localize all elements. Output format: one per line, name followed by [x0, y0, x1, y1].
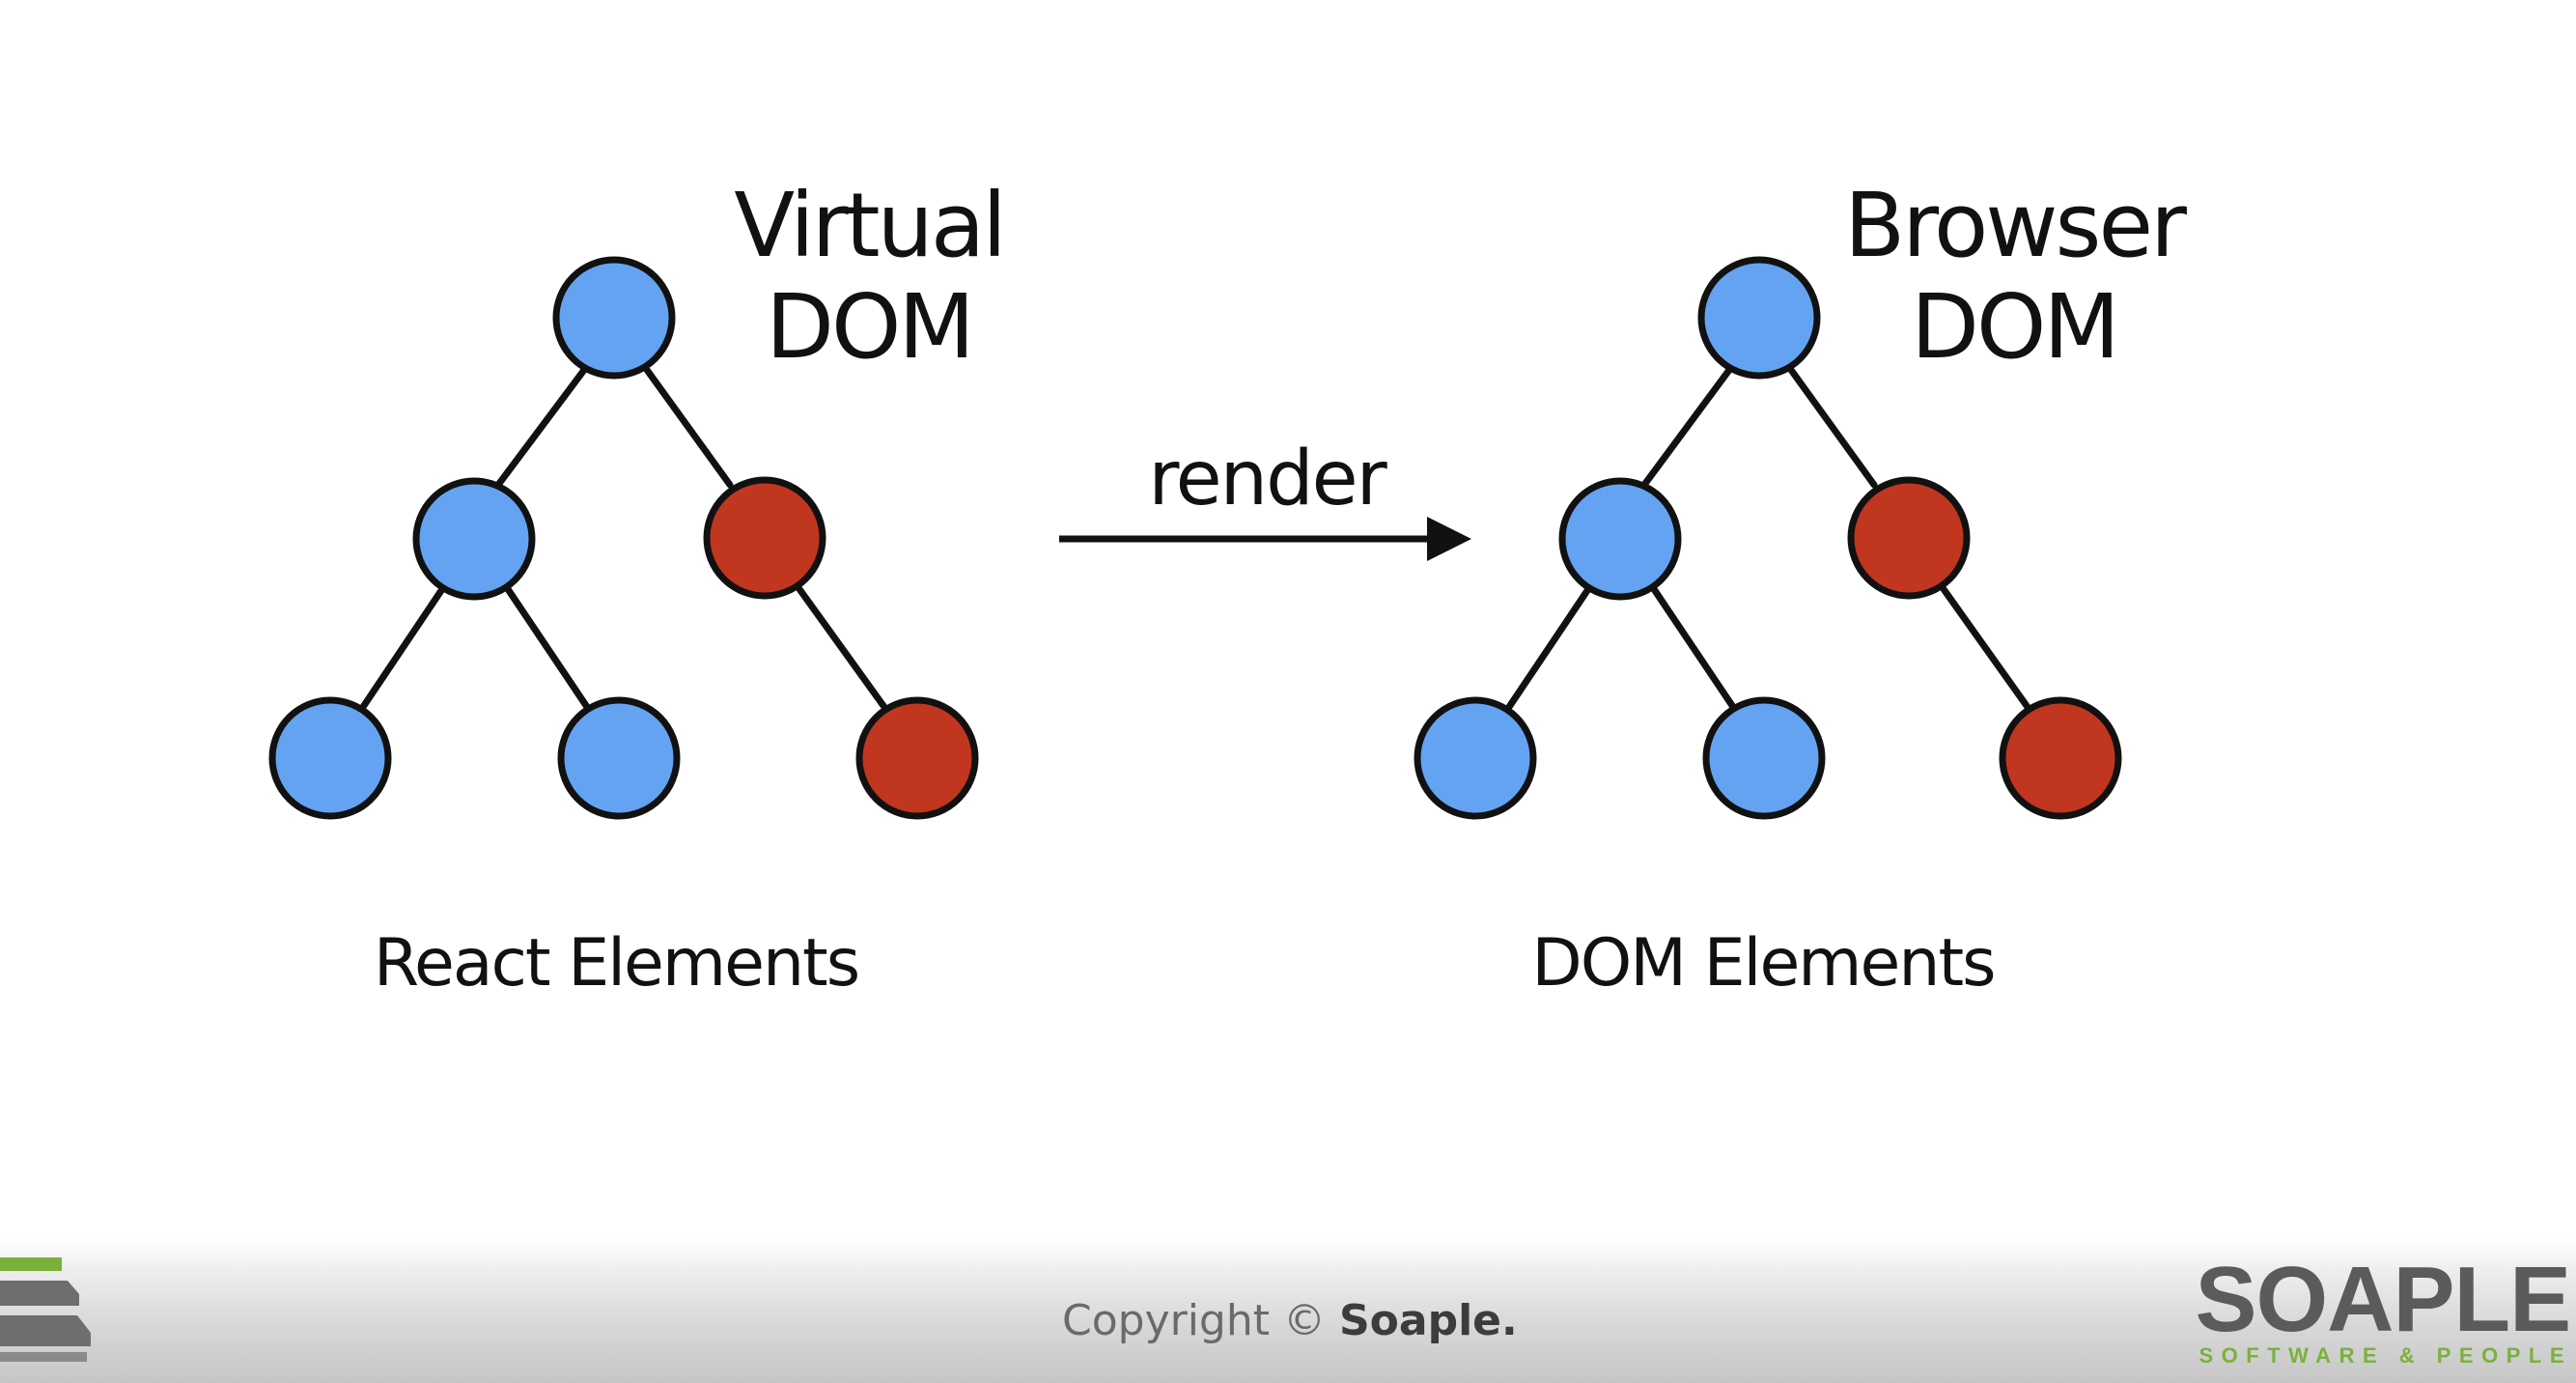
tree-node-right-child: [1847, 476, 1971, 600]
render-arrow: render: [1059, 436, 1471, 561]
dom-elements-caption: DOM Elements: [1531, 925, 1994, 1002]
edge-right-rightleaf: [1940, 585, 2033, 714]
tree-node-left-right-leaf: [557, 696, 681, 820]
tree-node-right-leaf: [855, 696, 979, 820]
edge-root-left: [1640, 366, 1733, 489]
virtual-dom-title-line1: Virtual: [734, 174, 1004, 277]
soaple-logo-tagline: SOFTWARE & PEOPLE: [2198, 1343, 2572, 1368]
tree-node-left-child: [1558, 477, 1682, 601]
edge-root-left: [494, 366, 588, 489]
edge-right-rightleaf: [796, 585, 890, 714]
edge-root-right: [1787, 366, 1878, 489]
browser-dom-title-line1: Browser: [1844, 174, 2187, 277]
tree-node-right-leaf: [1999, 696, 2122, 820]
virtual-dom-tree: Virtual DOM React Elements: [268, 174, 1007, 1002]
render-arrow-head: [1427, 517, 1471, 561]
tree-nodes: [268, 256, 979, 820]
edge-left-rightleaf: [504, 585, 593, 714]
soaple-logo-word: SOAPLE: [2195, 1248, 2571, 1351]
edge-root-right: [643, 366, 734, 489]
tree-node-root: [1697, 256, 1821, 380]
tree-node-right-child: [703, 476, 826, 600]
edge-left-leftleaf: [357, 585, 446, 714]
soaple-logo: SOAPLE SOFTWARE & PEOPLE: [2195, 1248, 2572, 1368]
tree-node-left-right-leaf: [1702, 696, 1826, 820]
browser-dom-title-line2: DOM: [1911, 275, 2117, 379]
render-label: render: [1148, 436, 1387, 522]
copyright-brand: Soaple.: [1338, 1296, 1518, 1345]
tree-nodes: [1414, 256, 2122, 820]
tree-edges: [357, 366, 890, 714]
tree-node-left-left-leaf: [268, 696, 392, 820]
channel-logo-icon: [0, 1257, 91, 1362]
react-elements-caption: React Elements: [374, 925, 858, 1002]
browser-dom-tree: Browser DOM DOM Elements: [1414, 174, 2190, 1002]
edge-left-rightleaf: [1650, 585, 1739, 714]
copyright-notice: Copyright © Soaple.: [1062, 1296, 1518, 1345]
edge-left-leftleaf: [1503, 585, 1592, 714]
copyright-prefix: Copyright ©: [1062, 1296, 1339, 1345]
virtual-dom-title-line2: DOM: [766, 275, 972, 379]
tree-node-left-left-leaf: [1414, 696, 1537, 820]
tree-edges: [1503, 366, 2033, 714]
tree-node-left-child: [412, 477, 536, 601]
footer-bar: [0, 1238, 2576, 1383]
tree-node-root: [552, 256, 676, 380]
